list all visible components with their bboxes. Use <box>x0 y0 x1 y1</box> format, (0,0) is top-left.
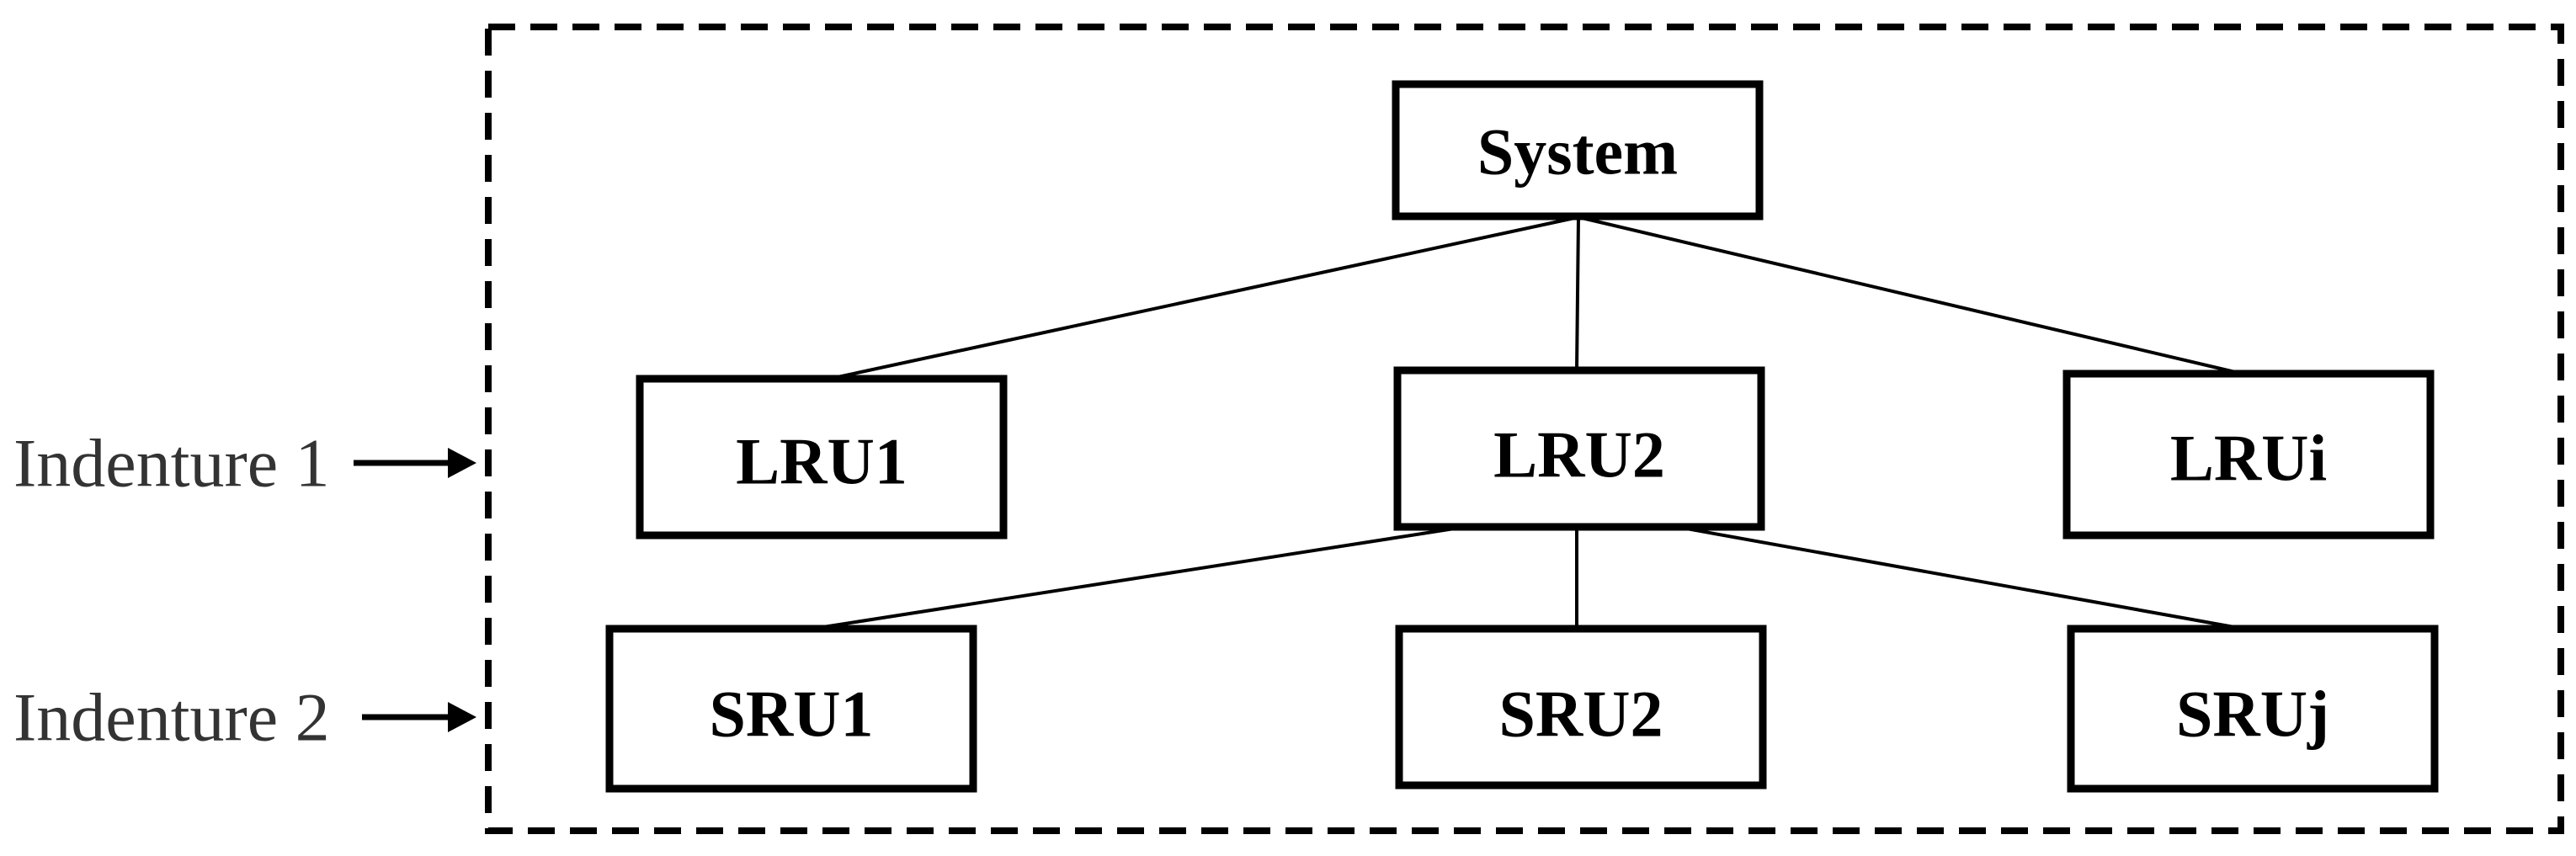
indenture-1-arrow <box>354 448 476 478</box>
node-lru1-label: LRU1 <box>736 425 907 498</box>
indenture-2-label: Indenture 2 <box>13 679 330 756</box>
node-lrui: LRUi <box>2062 370 2435 540</box>
node-sru2: SRU2 <box>1395 625 1767 790</box>
indenture-1-label: Indenture 1 <box>13 425 330 502</box>
node-lru2-label: LRU2 <box>1493 418 1665 492</box>
system-boundary-frame <box>485 24 2564 834</box>
node-lru1: LRU1 <box>636 375 1008 540</box>
node-system: System <box>1392 80 1764 221</box>
node-sru1-label: SRU1 <box>709 678 873 751</box>
node-lrui-label: LRUi <box>2170 422 2327 495</box>
connector-system-lru2 <box>1575 216 1580 371</box>
node-system-label: System <box>1477 115 1678 189</box>
node-lru2: LRU2 <box>1393 366 1765 531</box>
connector-system-lru1 <box>837 215 1579 379</box>
node-sru1: SRU1 <box>605 625 977 793</box>
indenture-2-arrow <box>362 702 476 732</box>
node-sru2-label: SRU2 <box>1498 678 1663 751</box>
connector-system-lrui <box>1578 215 2236 374</box>
node-sruj: SRUj <box>2067 625 2439 793</box>
node-sruj-label: SRUj <box>2176 678 2329 751</box>
